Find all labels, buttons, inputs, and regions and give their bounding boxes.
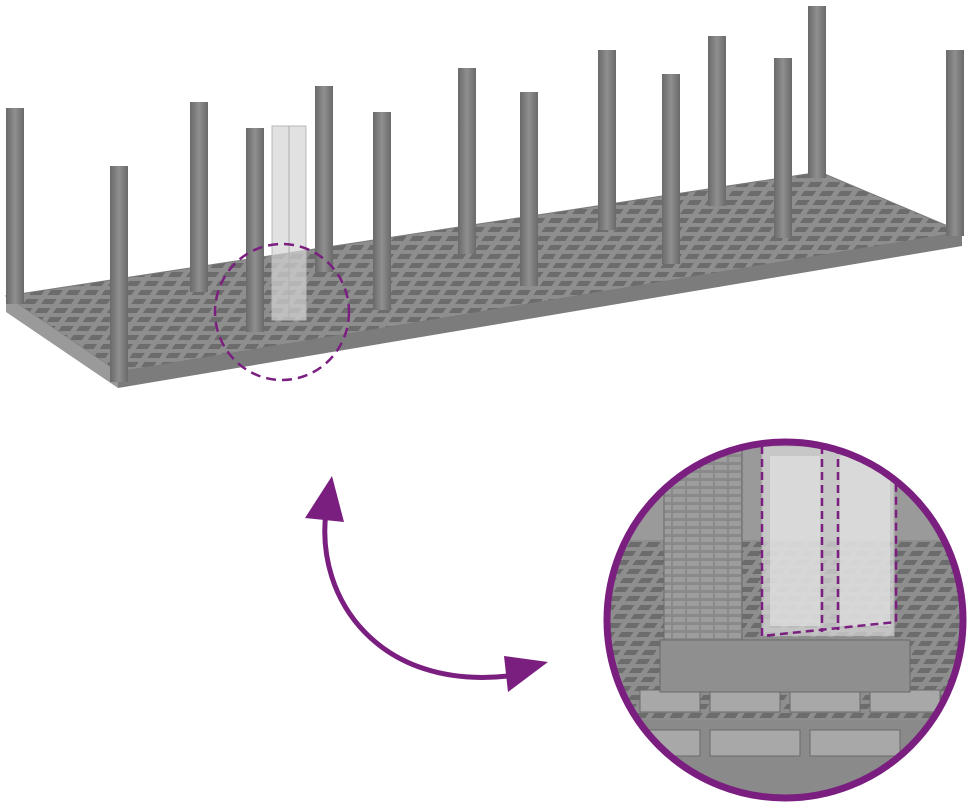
post <box>190 102 208 292</box>
post <box>946 50 964 236</box>
post <box>520 92 538 286</box>
post <box>6 108 24 304</box>
post <box>808 6 826 178</box>
post <box>598 50 616 230</box>
post <box>373 112 391 310</box>
shelf-grid-surface <box>4 171 964 373</box>
post <box>708 36 726 206</box>
highlight-circle-icon <box>213 242 351 382</box>
post <box>774 58 792 238</box>
post <box>110 166 128 382</box>
curved-double-arrow-icon <box>305 476 548 692</box>
shelf-posts <box>6 6 964 382</box>
shelf-frame <box>4 171 964 388</box>
zoom-connector <box>659 639 911 693</box>
post <box>458 68 476 254</box>
magnifier-detail-icon <box>603 438 967 802</box>
post <box>662 74 680 264</box>
shelf-left-edge <box>6 296 118 388</box>
post <box>315 86 333 272</box>
post <box>246 128 264 332</box>
shelf-front-edge <box>118 232 962 388</box>
